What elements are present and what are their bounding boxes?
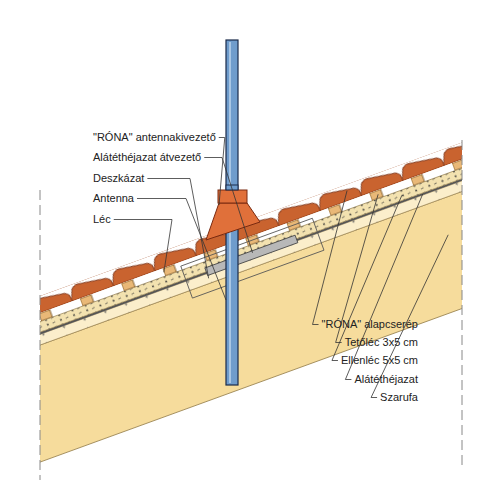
- leader-line: [219, 138, 225, 206]
- leader-line: [313, 191, 347, 325]
- cut-line: [40, 190, 41, 480]
- leader-line: [137, 199, 226, 301]
- rafter-label: Szarufa: [380, 391, 418, 404]
- roof-tiles: [40, 117, 462, 351]
- antenna-outlet-collar: [218, 190, 247, 203]
- underlay-label: Alátéthéjazat: [354, 373, 418, 386]
- tile-label: "RÓNA" alapcserép: [322, 318, 418, 331]
- antenna-label: Antenna: [93, 192, 134, 205]
- batten-label: Léc: [93, 213, 111, 226]
- antenna-outlet: [206, 203, 260, 240]
- counter-batten-label: Ellenléc 5x5 cm: [341, 354, 418, 367]
- batten-label: Tetőléc 3x5 cm: [345, 336, 418, 349]
- underlay-passthrough: [205, 235, 298, 275]
- leader-line: [114, 220, 172, 273]
- outlet-label: "RÓNA" antennakivezető: [93, 131, 216, 144]
- leader-line: [204, 158, 252, 253]
- passthrough-outline: [181, 218, 324, 298]
- leader-line: [345, 194, 422, 379]
- passthrough-label: Alátéthéjazat átvezető: [93, 151, 201, 164]
- leader-line: [147, 179, 208, 279]
- boarding-label: Deszkázat: [93, 172, 144, 185]
- leader-line: [332, 195, 402, 360]
- cut-line: [462, 140, 463, 470]
